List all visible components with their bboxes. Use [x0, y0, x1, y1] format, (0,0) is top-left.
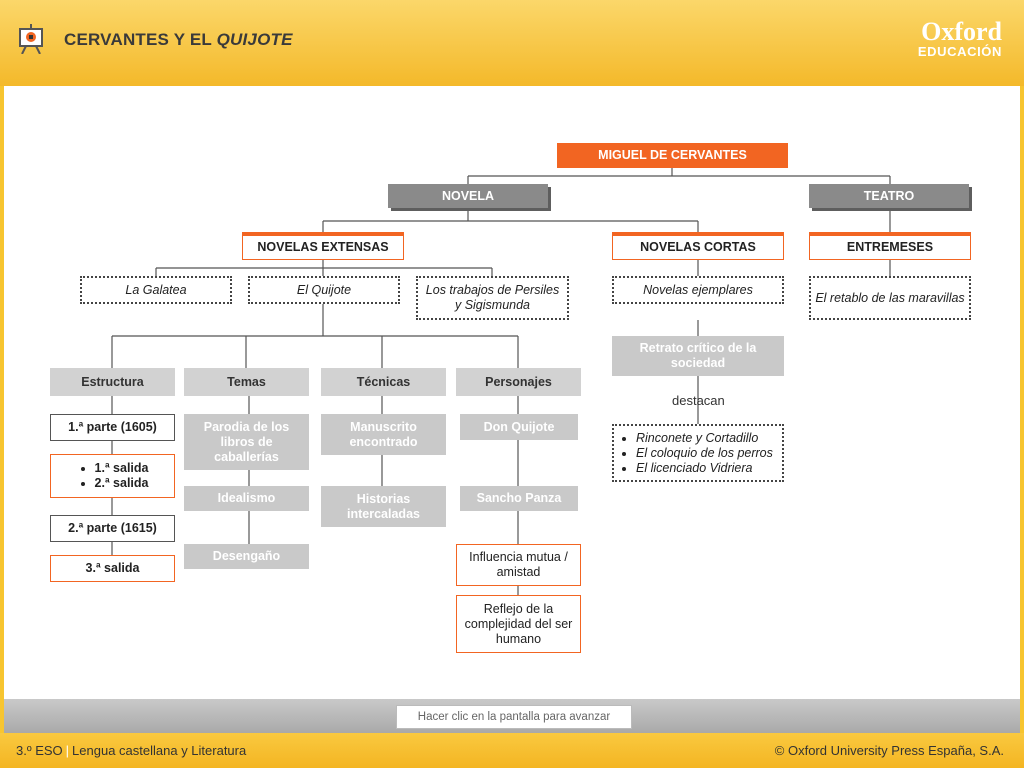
node-segunda-parte: 2.ª parte (1615): [50, 515, 175, 542]
node-personajes: Personajes: [456, 368, 581, 396]
copyright: © Oxford University Press España, S.A.: [774, 743, 1004, 758]
label-destacan: destacan: [672, 393, 725, 408]
node-sancho-panza: Sancho Panza: [460, 486, 578, 511]
node-manuscrito: Manuscrito encontrado: [321, 414, 446, 455]
footer: 3.º ESO|Lengua castellana y Literatura ©…: [0, 733, 1024, 768]
navigation-bar: Hacer clic en la pantalla para avanzar: [4, 699, 1020, 733]
list-item: El licenciado Vidriera: [636, 461, 773, 476]
node-miguel-de-cervantes: MIGUEL DE CERVANTES: [557, 143, 788, 168]
node-la-galatea: La Galatea: [80, 276, 232, 304]
node-novelas-cortas: NOVELAS CORTAS: [612, 232, 784, 260]
node-desengano: Desengaño: [184, 544, 309, 569]
node-salidas-1-2: 1.ª salida 2.ª salida: [50, 454, 175, 498]
header-bar: CERVANTES Y EL QUIJOTE Oxford EDUCACIÓN: [0, 0, 1024, 86]
connector-lines: [111, 168, 891, 595]
node-el-quijote: El Quijote: [248, 276, 400, 304]
page-title: CERVANTES Y EL QUIJOTE: [64, 30, 293, 49]
node-influencia: Influencia mutua / amistad: [456, 544, 581, 586]
node-persiles: Los trabajos de Persiles y Sigismunda: [416, 276, 569, 320]
concept-map[interactable]: MIGUEL DE CERVANTES NOVELA TEATRO NOVELA…: [4, 86, 1020, 699]
node-don-quijote: Don Quijote: [460, 414, 578, 440]
node-temas: Temas: [184, 368, 309, 396]
list-item: 1.ª salida: [95, 461, 149, 476]
presentation-board-icon: [19, 24, 43, 54]
list-item: El coloquio de los perros: [636, 446, 773, 461]
node-entremeses: ENTREMESES: [809, 232, 971, 260]
node-estructura: Estructura: [50, 368, 175, 396]
node-novelas-ejemplares: Novelas ejemplares: [612, 276, 784, 304]
node-novela: NOVELA: [388, 184, 548, 208]
list-ejemplares: Rinconete y Cortadillo El coloquio de lo…: [612, 424, 784, 482]
list-item: 2.ª salida: [95, 476, 149, 491]
node-tercera-salida: 3.ª salida: [50, 555, 175, 582]
node-idealismo: Idealismo: [184, 486, 309, 511]
node-retrato-critico: Retrato crítico de la sociedad: [612, 336, 784, 376]
node-primera-parte: 1.ª parte (1605): [50, 414, 175, 441]
node-novelas-extensas: NOVELAS EXTENSAS: [242, 232, 404, 260]
oxford-logo: Oxford EDUCACIÓN: [917, 17, 1002, 60]
advance-button[interactable]: Hacer clic en la pantalla para avanzar: [396, 705, 632, 729]
node-teatro: TEATRO: [809, 184, 969, 208]
list-item: Rinconete y Cortadillo: [636, 431, 773, 446]
node-parodia: Parodia de los libros de caballerías: [184, 414, 309, 470]
node-reflejo: Reflejo de la complejidad del ser humano: [456, 595, 581, 653]
node-retablo: El retablo de las maravillas: [809, 276, 971, 320]
node-tecnicas: Técnicas: [321, 368, 446, 396]
course-info: 3.º ESO|Lengua castellana y Literatura: [16, 743, 247, 758]
node-historias: Historias intercaladas: [321, 486, 446, 527]
